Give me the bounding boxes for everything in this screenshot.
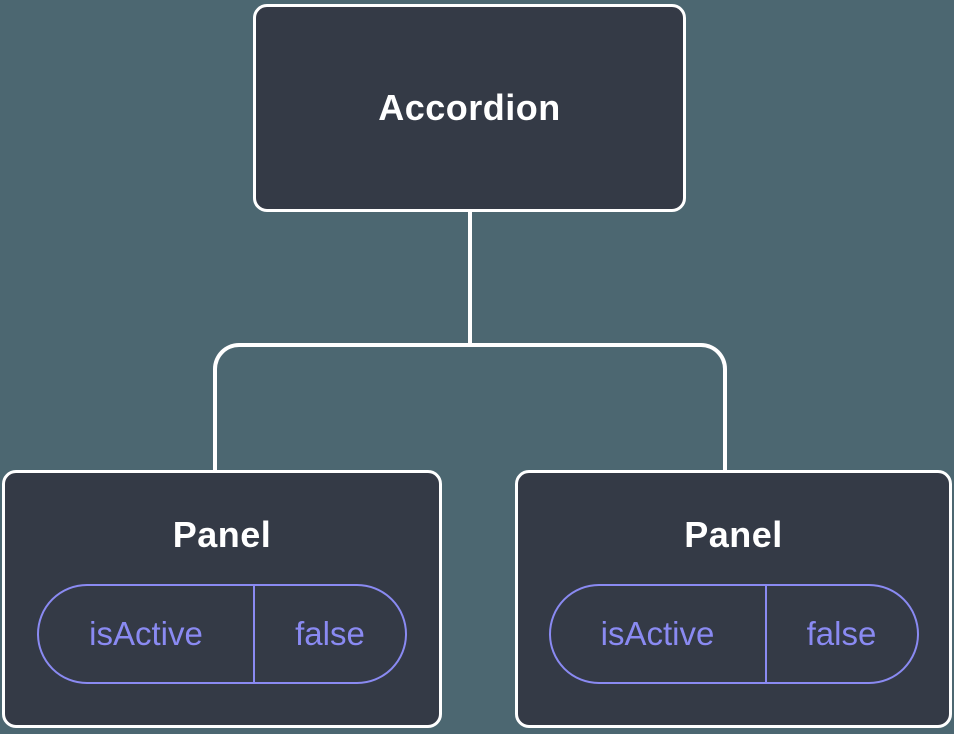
state-name: isActive	[89, 615, 203, 652]
state-pill: isActive false	[548, 584, 919, 684]
state-name: isActive	[600, 615, 715, 652]
connector-bracket	[213, 343, 727, 470]
connector-stem	[468, 211, 472, 345]
state-value: false	[253, 586, 405, 682]
panel-label: Panel	[172, 514, 272, 555]
panel-label: Panel	[684, 514, 783, 555]
state-pill: isActive false	[37, 584, 407, 684]
node-accordion: Accordion	[253, 4, 686, 212]
node-panel-right: Panel isActive false	[515, 470, 952, 728]
accordion-label: Accordion	[378, 87, 561, 128]
node-panel-left: Panel isActive false	[2, 470, 442, 728]
state-value: false	[764, 586, 917, 682]
